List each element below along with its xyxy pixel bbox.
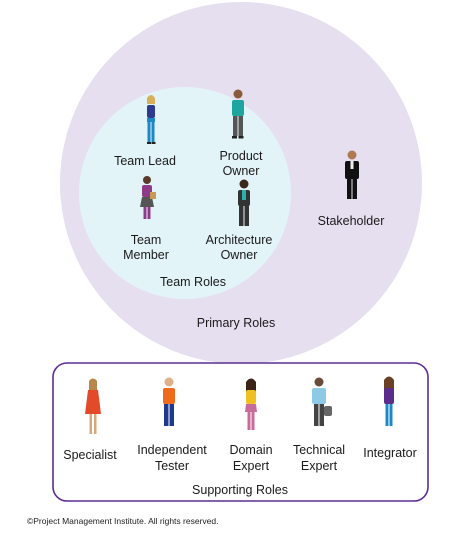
role-label-team-member: Team Member: [123, 233, 169, 262]
team-roles-title: Team Roles: [160, 275, 226, 289]
specialist-figure-icon: [85, 378, 101, 434]
product-owner-figure-icon: [232, 89, 244, 139]
independent-tester-label-line2: Tester: [155, 459, 189, 473]
stakeholder-label: Stakeholder: [318, 214, 385, 228]
team-lead-label: Team Lead: [114, 154, 176, 168]
role-label-team-lead: Team Lead: [114, 154, 176, 168]
role-label-architecture-owner: Architecture Owner: [206, 233, 273, 262]
stakeholder-figure-icon: [345, 150, 359, 199]
architecture-owner-label-line2: Owner: [221, 248, 258, 262]
supporting-roles-box: [52, 362, 429, 502]
technical-expert-figure-icon: [312, 377, 332, 426]
technical-expert-label-line2: Expert: [301, 459, 338, 473]
team-member-label-line1: Team: [131, 233, 162, 247]
product-owner-label-line2: Owner: [223, 164, 260, 178]
copyright-notice: ©Project Management Institute. All right…: [27, 516, 219, 526]
architecture-owner-figure-icon: [238, 179, 250, 226]
team-roles-circle: [79, 87, 291, 299]
team-member-figure-icon: [140, 176, 156, 219]
integrator-label: Integrator: [363, 446, 417, 460]
product-owner-label-line1: Product: [219, 149, 263, 163]
team-member-label-line2: Member: [123, 248, 169, 262]
technical-expert-label-line1: Technical: [293, 443, 345, 457]
supporting-roles-title: Supporting Roles: [192, 483, 288, 497]
role-label-product-owner: Product Owner: [219, 149, 263, 178]
domain-expert-label-line1: Domain: [229, 443, 272, 457]
primary-roles-title: Primary Roles: [197, 316, 276, 330]
domain-expert-label-line2: Expert: [233, 459, 270, 473]
specialist-label: Specialist: [63, 448, 117, 462]
architecture-owner-label-line1: Architecture: [206, 233, 273, 247]
domain-expert-figure-icon: [245, 378, 257, 430]
integrator-figure-icon: [384, 376, 394, 426]
team-lead-figure-icon: [147, 95, 156, 144]
independent-tester-label-line1: Independent: [137, 443, 207, 457]
independent-tester-figure-icon: [163, 377, 175, 426]
